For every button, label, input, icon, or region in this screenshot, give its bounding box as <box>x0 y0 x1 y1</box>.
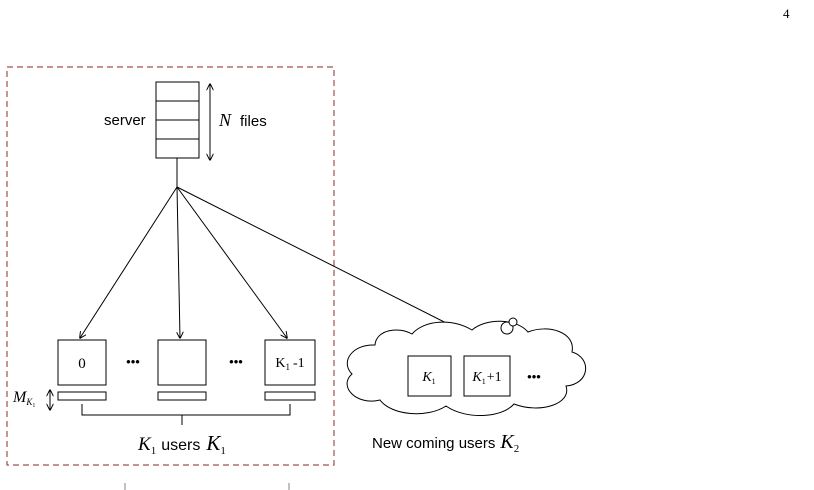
page-number: 4 <box>783 6 790 21</box>
cache-bar-last <box>264 391 316 401</box>
user-label-0: 0 <box>78 356 86 372</box>
files-label: N files <box>218 110 267 130</box>
new-user-box-k1 <box>407 355 452 397</box>
new-user-label-k1-plus-1: K1+1 <box>471 370 501 386</box>
user-box-last <box>264 339 316 386</box>
cloud-bubble-small <box>508 317 518 327</box>
memory-label: MK1 <box>12 389 35 409</box>
user-box-0 <box>57 339 107 386</box>
arrow-to-user-last <box>176 186 287 338</box>
new-users-ellipsis: ••• <box>527 369 541 384</box>
arrow-to-user-middle <box>177 186 180 338</box>
arrow-to-user-0 <box>80 186 178 338</box>
new-user-box-k1-plus-1 <box>463 355 511 397</box>
users-ellipsis-left: ••• <box>126 354 140 369</box>
cache-bar-middle <box>157 391 207 401</box>
files-text: files <box>240 113 267 130</box>
server-file-stack <box>155 81 200 159</box>
server-label: server <box>104 112 146 129</box>
user-label-last: K1-1 <box>275 356 304 372</box>
cache-bar-0 <box>57 391 107 401</box>
users-bracket <box>81 404 291 425</box>
users-ellipsis-right: ••• <box>229 354 243 369</box>
user-box-middle <box>157 339 207 386</box>
arrow-to-new-users <box>176 186 472 336</box>
new-user-label-k1: K1 <box>421 370 435 386</box>
files-var: N <box>218 110 232 130</box>
